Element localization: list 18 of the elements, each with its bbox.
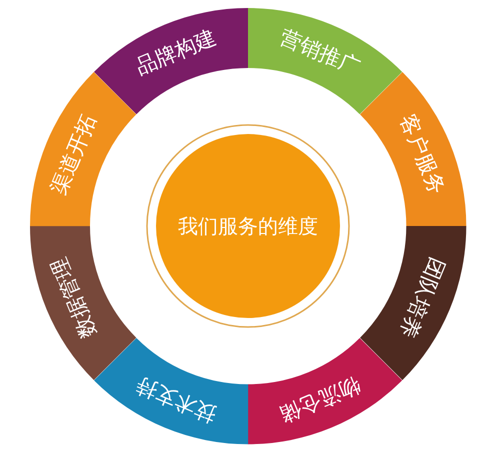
ring-segment [30,226,136,380]
segment-label: 物流仓储 [277,374,363,426]
center-circle [146,124,350,328]
segment-label: 客户服务 [396,111,448,197]
ring-segment [30,72,136,226]
ring-segment [360,72,466,226]
ring-segment [94,338,248,444]
ring-segment [248,338,402,444]
center-label: 我们服务的维度 [178,216,318,236]
segment-label: 渠道开拓 [48,111,100,197]
segment-label: 团队培养 [396,255,448,341]
ring-segment [360,226,466,380]
segment-label: 营销推广 [277,26,363,78]
segment-label: 品牌构建 [133,26,219,78]
ring-segment [248,8,402,114]
ring-segment [94,8,248,114]
segment-label: 技术支持 [133,374,219,426]
segment-label: 数据管理 [48,255,100,341]
